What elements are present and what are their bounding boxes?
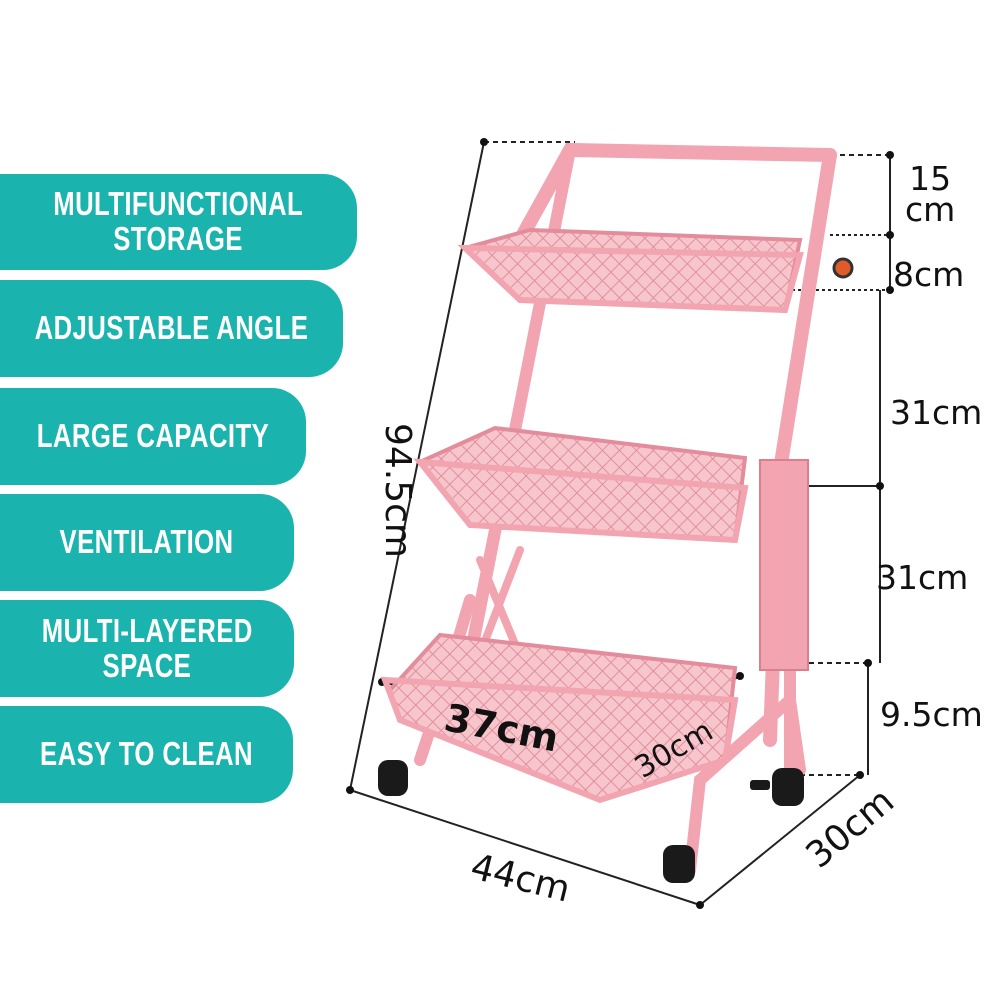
dim-top-gap: 15 cm xyxy=(905,159,956,230)
dim-unit: cm xyxy=(905,190,956,230)
feature-line: LARGE CAPACITY xyxy=(36,417,270,455)
feature-line: MULTI-LAYERED xyxy=(41,611,253,649)
basket-bottom xyxy=(380,632,739,804)
cart-illustration xyxy=(346,138,894,909)
dim-tier-gap-lower: 31cm xyxy=(876,558,969,597)
feature-multifunctional-storage: MULTIFUNCTIONAL STORAGE xyxy=(0,174,357,270)
knob-icon xyxy=(832,257,854,279)
feature-line: VENTILATION xyxy=(60,523,234,561)
feature-ventilation: VENTILATION xyxy=(0,494,294,591)
feature-multi-layered-space: MULTI-LAYERED SPACE xyxy=(0,600,294,697)
feature-large-capacity: LARGE CAPACITY xyxy=(0,388,306,485)
basket-middle xyxy=(413,425,749,544)
feature-list: MULTIFUNCTIONAL STORAGE ADJUSTABLE ANGLE… xyxy=(0,0,360,1000)
side-bracket xyxy=(759,459,809,671)
feature-adjustable-angle: ADJUSTABLE ANGLE xyxy=(0,280,343,377)
feature-line: MULTIFUNCTIONAL xyxy=(53,185,304,223)
dimension-lines xyxy=(349,141,891,906)
dim-bottom-clearance: 9.5cm xyxy=(880,695,983,734)
wheels xyxy=(378,760,804,883)
feature-line: SPACE xyxy=(102,646,192,684)
basket-top xyxy=(457,227,804,314)
feature-line: STORAGE xyxy=(113,220,244,257)
feature-line: EASY TO CLEAN xyxy=(40,735,253,773)
dim-total-height: 94.5cm xyxy=(377,422,419,559)
dim-tier-gap-upper: 31cm xyxy=(890,393,983,432)
feature-easy-to-clean: EASY TO CLEAN xyxy=(0,706,293,803)
dim-handle-to-basket: 8cm xyxy=(893,255,965,294)
feature-line: ADJUSTABLE ANGLE xyxy=(34,309,309,347)
dim-value: 15 xyxy=(909,159,952,198)
